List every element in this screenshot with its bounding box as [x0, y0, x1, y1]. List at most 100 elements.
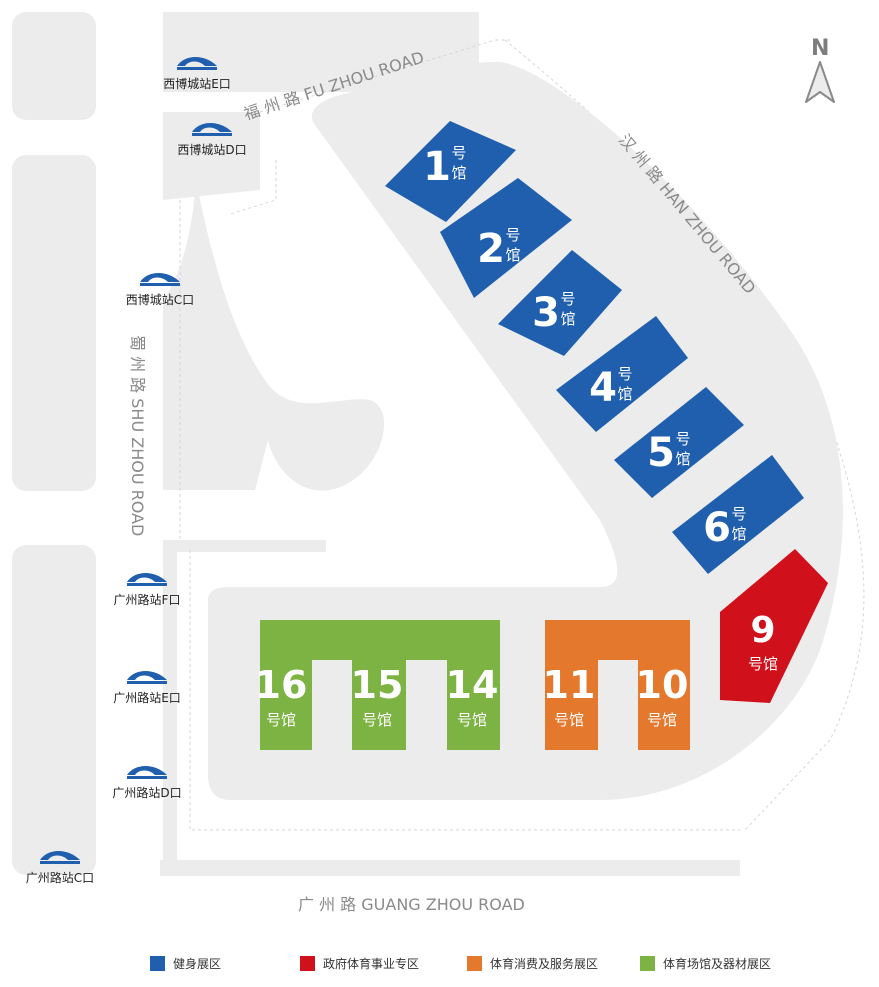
hall-suffix: 号馆: [362, 711, 392, 729]
metro-stations: 西博城站E口西博城站D口西博城站C口广州路站F口广州路站E口广州路站D口广州路站…: [26, 57, 247, 885]
hall-5-shape: [614, 387, 744, 498]
station-label: 西博城站D口: [177, 142, 246, 157]
metro-logo-icon: [192, 123, 232, 132]
hall-suffix: 号: [505, 226, 520, 244]
city-block: [163, 112, 260, 200]
metro-station[interactable]: 西博城站D口: [177, 123, 247, 157]
hall-11-label: 11 号馆: [543, 663, 596, 729]
hall-2-shape: [440, 178, 572, 298]
hall-suffix: 馆: [675, 450, 690, 468]
station-label: 西博城站E口: [163, 76, 231, 91]
metro-station[interactable]: 广州路站D口: [112, 766, 182, 800]
hall-suffix: 号: [560, 290, 575, 308]
consumption-halls-shape: [545, 620, 690, 750]
city-blocks: [12, 12, 740, 876]
metro-logo-icon: [127, 573, 167, 582]
hall-suffix: 号馆: [266, 711, 296, 729]
legend-swatch: [467, 956, 482, 971]
hall-number: 3: [532, 290, 560, 336]
legend-item-fitness: 健身展区: [150, 955, 221, 972]
exhibition-ground: [208, 61, 843, 801]
station-label: 广州路站E口: [113, 690, 181, 705]
legend-swatch: [640, 956, 655, 971]
station-label: 广州路站D口: [112, 785, 181, 800]
hall-suffix: 号: [675, 430, 690, 448]
metro-station[interactable]: 广州路站F口: [114, 573, 181, 607]
hall-16-label: 16 号馆: [255, 663, 308, 729]
north-arrow-icon: [805, 61, 835, 103]
metro-logo-icon: [127, 671, 167, 680]
hall-number: 11: [543, 663, 596, 707]
legend-item-venue: 体育场馆及器材展区: [640, 955, 771, 972]
station-label: 广州路站C口: [26, 870, 94, 885]
hall-6-shape: [672, 455, 804, 574]
hall-number: 2: [477, 226, 505, 272]
city-block: [12, 155, 96, 491]
legend-label: 健身展区: [173, 957, 222, 971]
metro-logo-bar: [127, 583, 167, 586]
hall-suffix: 馆: [731, 525, 746, 543]
hall-suffix: 号: [731, 505, 746, 523]
hall-number: 6: [703, 505, 731, 551]
hall-4-shape: [556, 316, 688, 432]
metro-station[interactable]: 广州路站E口: [113, 671, 181, 705]
metro-logo-bar: [40, 861, 80, 864]
city-block: [163, 540, 326, 552]
metro-station[interactable]: 西博城站E口: [163, 57, 231, 91]
metro-logo-bar: [140, 283, 180, 286]
metro-logo-icon: [140, 273, 180, 282]
venue-halls-shape: [260, 620, 500, 750]
hall-9-label: 9号馆: [748, 610, 778, 673]
fitness-halls: [385, 121, 804, 574]
hall-suffix: 号馆: [647, 711, 677, 729]
compass-label: N: [811, 36, 829, 61]
city-block: [163, 540, 177, 870]
hall-14-label: 14 号馆: [446, 663, 499, 729]
park-area: [163, 180, 385, 491]
hall-number: 4: [589, 365, 617, 411]
north-compass: N: [805, 36, 835, 103]
hall-suffix: 号馆: [554, 711, 584, 729]
hall-suffix: 号馆: [457, 711, 487, 729]
legend-label: 体育场馆及器材展区: [663, 957, 772, 971]
metro-logo-icon: [40, 851, 80, 860]
hall-10-label: 10 号馆: [636, 663, 689, 729]
road-shuzhou: 蜀 州 路 SHU ZHOU ROAD: [128, 335, 147, 536]
city-block: [12, 545, 96, 875]
hall-suffix: 馆: [560, 310, 575, 328]
hall-number: 14: [446, 663, 499, 707]
metro-logo-bar: [127, 776, 167, 779]
hall-suffix: 馆: [505, 246, 520, 264]
hall-suffix: 馆: [451, 164, 466, 182]
city-block: [12, 12, 96, 120]
hall-number: 10: [636, 663, 689, 707]
hall-number: 5: [647, 430, 675, 476]
legend-swatch: [300, 956, 315, 971]
metro-station[interactable]: 广州路站C口: [26, 851, 94, 885]
metro-logo-bar: [177, 67, 217, 70]
legend-swatch: [150, 956, 165, 971]
metro-logo-bar: [192, 133, 232, 136]
legend-label: 体育消费及服务展区: [490, 957, 599, 971]
legend-item-government: 政府体育事业专区: [300, 955, 419, 972]
city-block: [160, 860, 740, 876]
hall-3-shape: [498, 250, 622, 356]
hall-number: 16: [255, 663, 308, 707]
metro-logo-icon: [127, 766, 167, 775]
hall-9-shape: [720, 549, 828, 703]
legend-item-consumption: 体育消费及服务展区: [467, 955, 598, 972]
hall-suffix: 号: [451, 144, 466, 162]
road-guangzhou: 广 州 路 GUANG ZHOU ROAD: [298, 895, 525, 914]
hall-number: 9: [750, 610, 775, 651]
legend-label: 政府体育事业专区: [323, 957, 420, 971]
station-label: 西博城站C口: [126, 292, 194, 307]
metro-station[interactable]: 西博城站C口: [126, 273, 194, 307]
